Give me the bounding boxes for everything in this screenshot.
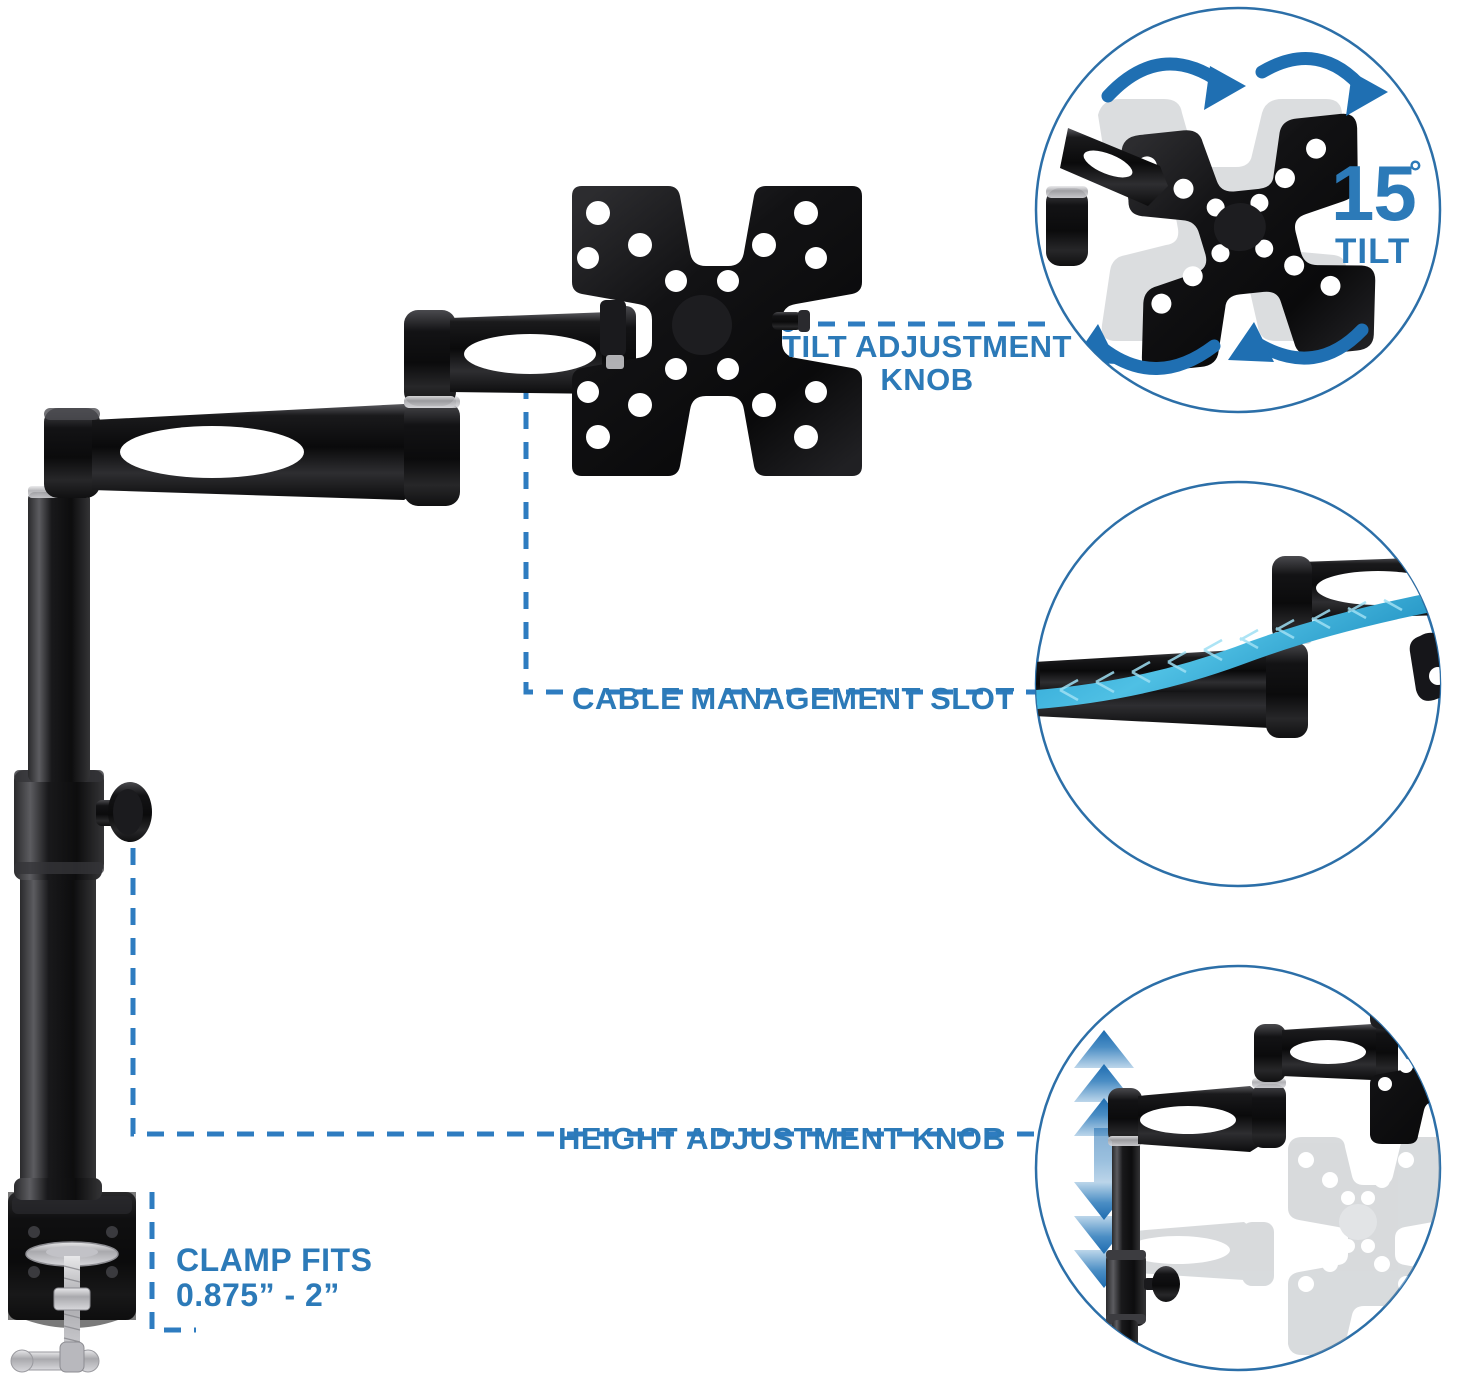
callout-cable-management-slot: CABLE MANAGEMENT SLOT (572, 681, 1015, 716)
pole-collar (14, 770, 104, 874)
leader-line-clamp (149, 1192, 196, 1333)
degree-symbol: ° (1409, 154, 1422, 190)
lower-arm (44, 396, 460, 506)
cable-slot-upper (464, 334, 596, 374)
tilt-word: TILT (1335, 231, 1411, 271)
height-adjustment-knob-part (96, 782, 152, 842)
clamp-base (8, 1192, 136, 1373)
tilt-degree-value: 15 (1331, 149, 1417, 237)
callout-tilt-adjustment-knob: TILT ADJUSTMENT KNOB (782, 329, 1072, 398)
clamp-handle (10, 1341, 100, 1373)
vesa-holes (577, 201, 827, 449)
cable-slot-lower (120, 426, 304, 478)
tilt-detail-arm (1046, 128, 1168, 266)
callout-height-adjustment-knob: HEIGHT ADJUSTMENT KNOB (558, 1121, 1006, 1156)
tilt-detail-content (1046, 52, 1388, 375)
tilt-adjustment-knob-part (772, 310, 810, 332)
vesa-plate (572, 186, 862, 476)
pole-assembly (14, 486, 152, 1200)
callout-clamp-fits: CLAMP FITS 0.875” - 2” (176, 1242, 373, 1313)
cable (1036, 584, 1440, 710)
height-arrows (1074, 1030, 1134, 1288)
mid-joint (404, 402, 460, 506)
tilt-degree-badge: 15 ° TILT (1331, 154, 1451, 272)
leader-line-cable (523, 382, 1040, 695)
leader-line-height (130, 818, 1040, 1137)
clamp-screw (64, 1256, 80, 1368)
tilt-degree-value-row: 15 ° (1331, 154, 1451, 232)
leader-lines (130, 321, 1045, 1333)
cable-detail-content (1036, 556, 1440, 738)
